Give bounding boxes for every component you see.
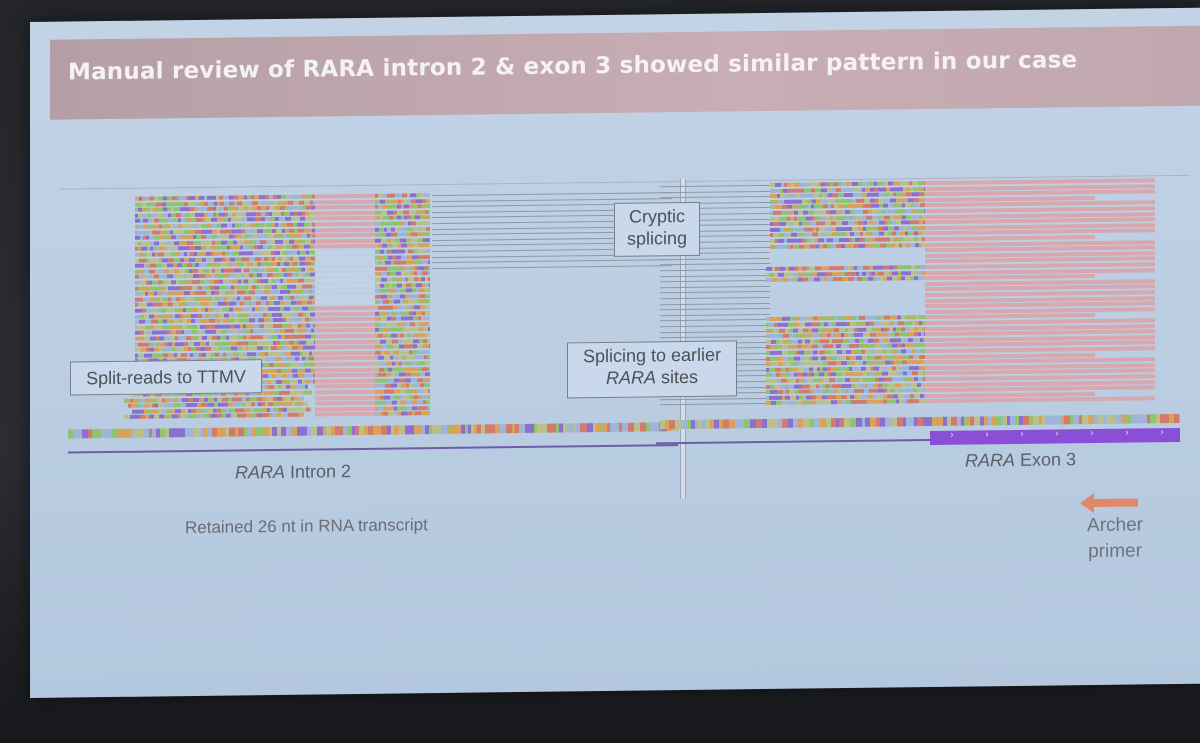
title-bar: Manual review of RARA intron 2 & exon 3 … bbox=[50, 25, 1200, 120]
read-bases bbox=[375, 338, 430, 344]
read-segment bbox=[315, 272, 375, 277]
read-segment bbox=[315, 266, 375, 272]
read-segment bbox=[315, 406, 375, 412]
presentation-slide: Manual review of RARA intron 2 & exon 3 … bbox=[30, 7, 1200, 699]
read-segment bbox=[315, 210, 375, 216]
read-segment bbox=[315, 400, 375, 406]
read-bases bbox=[375, 198, 430, 204]
read-bases bbox=[375, 232, 430, 237]
read-segment bbox=[315, 221, 375, 227]
read-bases bbox=[375, 366, 430, 372]
read-bases bbox=[375, 321, 430, 327]
read-bases bbox=[375, 394, 430, 400]
cryptic-line-1: Cryptic bbox=[628, 205, 685, 227]
read-bases bbox=[375, 355, 430, 361]
read-segment bbox=[315, 378, 375, 384]
read-bases bbox=[375, 265, 430, 271]
read-bases bbox=[375, 204, 430, 209]
read-segment bbox=[315, 350, 375, 356]
read-bases bbox=[375, 377, 430, 383]
read-segment bbox=[315, 389, 375, 395]
read-bases bbox=[375, 260, 430, 265]
read-segment bbox=[315, 277, 375, 283]
read-segment bbox=[315, 356, 375, 361]
read-bases bbox=[375, 383, 430, 389]
read-bases bbox=[375, 254, 430, 260]
read-segment bbox=[315, 199, 375, 205]
read-bases bbox=[375, 405, 430, 411]
read-bases bbox=[375, 333, 430, 338]
read-bases bbox=[375, 389, 430, 394]
read-bases bbox=[375, 400, 430, 405]
read-segment bbox=[315, 339, 375, 345]
read-bases bbox=[375, 293, 430, 299]
read-bases bbox=[375, 277, 430, 282]
read-segment bbox=[315, 283, 375, 289]
read-segment bbox=[315, 227, 375, 233]
intron-label: RARA Intron 2 bbox=[235, 461, 352, 483]
read-segment bbox=[315, 238, 375, 244]
read-bases bbox=[375, 327, 430, 333]
read-segment bbox=[315, 204, 375, 210]
read-bases bbox=[375, 271, 430, 277]
archer-primer-label: Archer primer bbox=[1070, 512, 1160, 565]
read-segment bbox=[315, 249, 375, 255]
read-segment bbox=[315, 412, 375, 417]
read-segment bbox=[315, 361, 375, 367]
read-segment bbox=[315, 305, 375, 311]
read-bases bbox=[375, 299, 430, 305]
read-segment bbox=[315, 367, 375, 373]
read-bases bbox=[375, 209, 430, 215]
archer-line-2: primer bbox=[1088, 540, 1142, 563]
read-segment bbox=[315, 372, 375, 378]
read-bases bbox=[375, 349, 430, 355]
cryptic-line-2: splicing bbox=[626, 227, 688, 249]
read-bases bbox=[375, 215, 430, 221]
read-bases bbox=[375, 193, 430, 198]
read-segment bbox=[315, 232, 375, 238]
read-bases bbox=[375, 310, 430, 316]
read-bases bbox=[375, 243, 430, 249]
read-bases bbox=[375, 411, 430, 417]
read-segment bbox=[315, 300, 375, 305]
read-bases bbox=[375, 361, 430, 366]
read-segment bbox=[315, 255, 375, 261]
read-bases bbox=[375, 372, 430, 377]
archer-line-1: Archer bbox=[1087, 514, 1143, 537]
earlier-line-2: RARA sites bbox=[605, 366, 699, 388]
exon-label: RARA Exon 3 bbox=[965, 449, 1077, 471]
read-bases bbox=[375, 221, 430, 226]
read-bases bbox=[375, 305, 430, 310]
earlier-sites-callout: Splicing to earlier RARA sites bbox=[567, 340, 737, 399]
read-segment bbox=[315, 288, 375, 294]
read-segment bbox=[315, 344, 375, 350]
read-segment bbox=[315, 384, 375, 389]
read-segment bbox=[315, 294, 375, 300]
archer-primer-arrow bbox=[1092, 498, 1138, 508]
read-bases bbox=[375, 282, 430, 288]
read-segment bbox=[315, 193, 375, 199]
read-segment bbox=[315, 328, 375, 333]
read-segment bbox=[315, 333, 375, 339]
read-segment bbox=[315, 244, 375, 249]
read-segment bbox=[315, 216, 375, 221]
read-segment bbox=[315, 395, 375, 401]
cryptic-splicing-callout: Cryptic splicing bbox=[614, 201, 700, 257]
read-bases bbox=[375, 226, 430, 232]
read-segment bbox=[315, 316, 375, 322]
split-reads-callout: Split-reads to TTMV bbox=[70, 359, 262, 396]
read-segment bbox=[315, 322, 375, 328]
read-bases bbox=[375, 288, 430, 293]
retained-note: Retained 26 nt in RNA transcript bbox=[185, 515, 428, 538]
read-bases bbox=[375, 316, 430, 321]
slide-title: Manual review of RARA intron 2 & exon 3 … bbox=[68, 47, 1078, 86]
earlier-line-1: Splicing to earlier bbox=[582, 344, 722, 367]
read-segment bbox=[315, 311, 375, 317]
read-bases bbox=[375, 344, 430, 349]
read-segment bbox=[315, 260, 375, 266]
read-bases bbox=[375, 237, 430, 243]
read-bases bbox=[375, 249, 430, 254]
